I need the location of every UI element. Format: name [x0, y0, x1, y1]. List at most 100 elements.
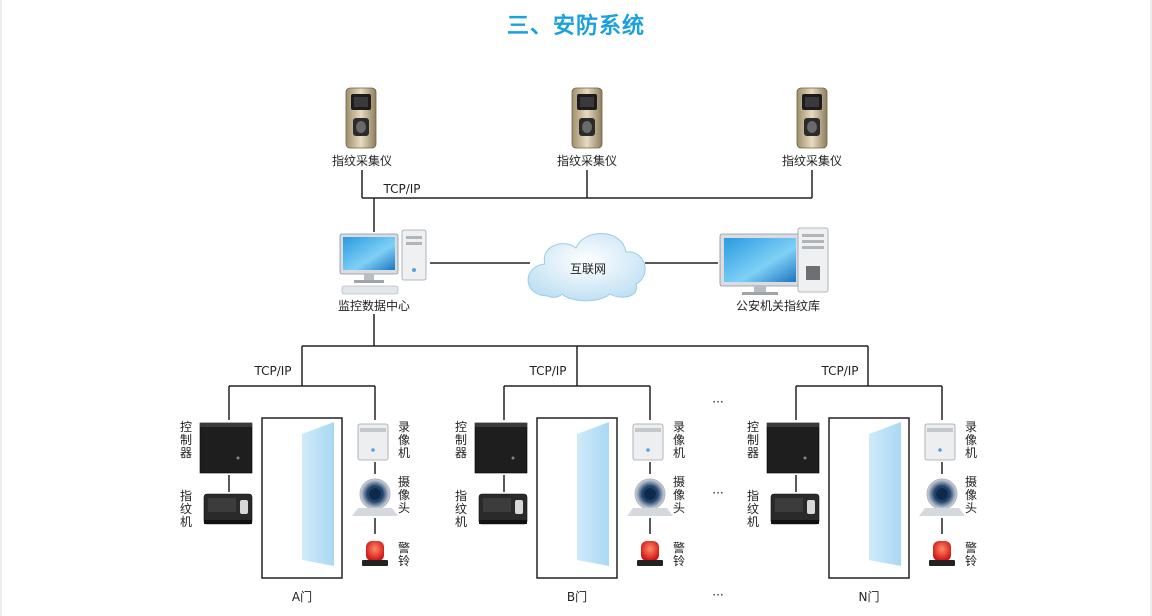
fingerprint-machine-label: 指纹机 [747, 488, 759, 529]
internet-cloud-icon [527, 233, 646, 302]
scanner-label-2: 指纹采集仪 [557, 153, 617, 168]
fingerprint-machine-label-char: 指 [455, 488, 467, 503]
video-recorder-label: 录像机 [965, 420, 977, 460]
door-lines [503, 385, 651, 534]
page-edge-right [1150, 0, 1152, 616]
fingerprint-machine-label-char: 纹 [455, 502, 467, 516]
internet-label: 互联网 [570, 262, 606, 276]
door-tcp-label: TCP/IP [253, 364, 291, 378]
controller-label: 控制器 [747, 420, 759, 460]
fingerprint-machine-label-char: 纹 [180, 502, 192, 516]
alarm-label-char: 警 [673, 540, 685, 555]
alarm-icon [637, 541, 663, 566]
fingerprint-machine-label-char: 指 [180, 488, 192, 503]
video-recorder-label-char: 录 [398, 420, 410, 434]
camera-icon [352, 478, 398, 516]
controller-label-char: 器 [747, 446, 759, 460]
fingerprint-machine-label-char: 机 [455, 515, 467, 529]
camera-icon [919, 478, 965, 516]
ellipsis-bottom: ··· [712, 588, 723, 602]
camera-label-char: 像 [673, 488, 685, 502]
controller-label: 控制器 [455, 420, 467, 460]
camera-label-char: 头 [398, 501, 410, 515]
video-recorder-label-char: 录 [965, 420, 977, 434]
alarm-label-char: 铃 [398, 553, 410, 568]
door-name-label: N门 [859, 589, 880, 604]
monitoring-center-label: 监控数据中心 [338, 298, 410, 313]
video-recorder-label-char: 机 [398, 446, 410, 460]
controller-icon [199, 422, 253, 474]
alarm-label-char: 铃 [673, 553, 685, 568]
video-recorder-label-char: 录 [673, 420, 685, 434]
camera-label-char: 摄 [965, 474, 977, 489]
fingerprint-machine-label: 指纹机 [180, 488, 192, 529]
police-database-computer-icon [719, 227, 829, 295]
alarm-icon [362, 541, 388, 566]
fingerprint-machine-label-char: 机 [747, 515, 759, 529]
fingerprint-machine-label-char: 机 [180, 515, 192, 529]
video-recorder-label: 录像机 [673, 420, 685, 460]
controller-label-char: 控 [455, 420, 467, 434]
alarm-label: 警铃 [673, 540, 685, 568]
police-database-label: 公安机关指纹库 [736, 298, 820, 313]
controller-label-char: 制 [747, 433, 759, 447]
video-recorder-icon [632, 423, 664, 461]
monitoring-center-computer-icon [339, 229, 427, 295]
camera-label: 摄像头 [965, 474, 977, 515]
controller-label-char: 控 [180, 420, 192, 434]
scanner-label-3: 指纹采集仪 [782, 153, 842, 168]
door-lines [795, 385, 943, 534]
door-icon [261, 417, 343, 579]
alarm-label: 警铃 [965, 540, 977, 568]
alarm-label-char: 警 [965, 540, 977, 555]
fingerprint-machine-icon [203, 493, 253, 525]
video-recorder-label-char: 机 [965, 446, 977, 460]
controller-label-char: 制 [455, 433, 467, 447]
top-network-lines [301, 170, 869, 386]
video-recorder-label-char: 机 [673, 446, 685, 460]
camera-label-char: 像 [965, 488, 977, 502]
door-name-label: A门 [292, 589, 312, 604]
controller-icon [766, 422, 820, 474]
controller-label: 控制器 [180, 420, 192, 460]
video-recorder-label-char: 像 [965, 433, 977, 447]
ellipsis-middle: ··· [712, 486, 723, 500]
video-recorder-label: 录像机 [398, 420, 410, 460]
door-tcp-label: TCP/IP [820, 364, 858, 378]
ellipsis-top: ··· [712, 395, 723, 409]
camera-label-char: 摄 [673, 474, 685, 489]
fingerprint-machine-icon [770, 493, 820, 525]
video-recorder-label-char: 像 [673, 433, 685, 447]
camera-label-char: 像 [398, 488, 410, 502]
camera-label-char: 头 [965, 501, 977, 515]
door-lines [228, 385, 376, 534]
controller-icon [474, 422, 528, 474]
top-tcp-label: TCP/IP [382, 182, 420, 196]
camera-label: 摄像头 [673, 474, 685, 515]
alarm-label-char: 警 [398, 540, 410, 555]
page-edge-left [0, 0, 2, 616]
fingerprint-machine-icon [478, 493, 528, 525]
camera-label-char: 头 [673, 501, 685, 515]
alarm-label-char: 铃 [965, 553, 977, 568]
camera-icon [627, 478, 673, 516]
fingerprint-machine-label: 指纹机 [455, 488, 467, 529]
alarm-label: 警铃 [398, 540, 410, 568]
camera-label-char: 摄 [398, 474, 410, 489]
fingerprint-scanner-3 [796, 87, 828, 149]
controller-label-char: 制 [180, 433, 192, 447]
door-name-label: B门 [567, 589, 587, 604]
fingerprint-machine-label-char: 指 [747, 488, 759, 503]
scanner-label-1: 指纹采集仪 [332, 153, 392, 168]
video-recorder-icon [924, 423, 956, 461]
video-recorder-label-char: 像 [398, 433, 410, 447]
camera-label: 摄像头 [398, 474, 410, 515]
alarm-icon [929, 541, 955, 566]
door-tcp-label: TCP/IP [528, 364, 566, 378]
controller-label-char: 器 [180, 446, 192, 460]
fingerprint-scanner-2 [571, 87, 603, 149]
